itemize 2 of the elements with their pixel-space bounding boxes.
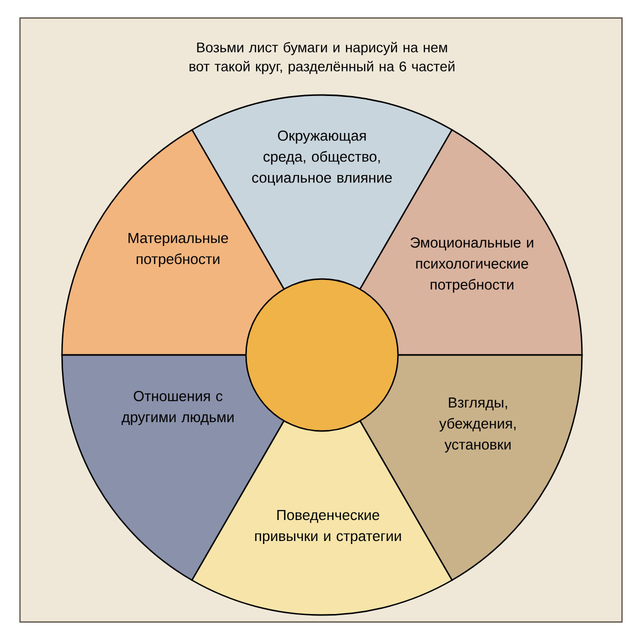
center-circle <box>245 278 399 432</box>
instruction-text: Возьми лист бумаги и нарисуй на нем вот такой круг, разделённый на 6 частей <box>190 42 454 74</box>
